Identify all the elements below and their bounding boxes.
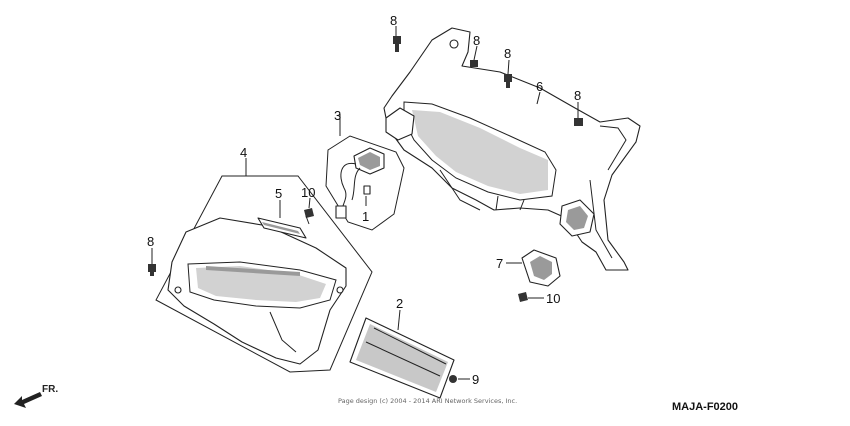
- bolt-8-c: [504, 74, 512, 88]
- diagram-code: MAJA-F0200: [672, 401, 738, 413]
- copyright-notice: Page design (c) 2004 - 2014 ARI Network …: [338, 397, 517, 405]
- trim-strip: [257, 217, 307, 239]
- bolt-8-e: [148, 264, 156, 276]
- callout-1: 1: [362, 209, 369, 224]
- callout-8-e: 8: [147, 234, 154, 249]
- bolt-8-a: [393, 36, 401, 52]
- nut-9: [449, 375, 457, 383]
- lower-inner-cover: [155, 175, 373, 373]
- screw-10-b: [518, 292, 528, 302]
- callout-8-c: 8: [504, 46, 511, 61]
- callout-8-b: 8: [473, 33, 480, 48]
- callout-2: 2: [396, 296, 403, 311]
- callout-7: 7: [496, 256, 503, 271]
- callout-10-b: 10: [546, 291, 560, 306]
- callout-8-d: 8: [574, 88, 581, 103]
- upper-inner-cover: [383, 27, 641, 271]
- callout-10-a: 10: [301, 185, 315, 200]
- harness-bracket-group: [325, 114, 405, 231]
- callout-5: 5: [275, 186, 282, 201]
- front-direction-arrow: FR.: [14, 384, 58, 408]
- small-bracket: [521, 249, 561, 287]
- callout-8-a: 8: [390, 13, 397, 28]
- callout-6: 6: [536, 79, 543, 94]
- direction-label: FR.: [42, 384, 58, 395]
- callout-4: 4: [240, 145, 247, 160]
- bolt-8-d: [574, 118, 583, 126]
- screw-10-a: [304, 208, 314, 225]
- leader-lines: [151, 26, 579, 380]
- callout-3: 3: [334, 108, 341, 123]
- bolt-8-b: [470, 60, 478, 67]
- callout-9: 9: [472, 372, 479, 387]
- pocket-lid: [349, 317, 455, 399]
